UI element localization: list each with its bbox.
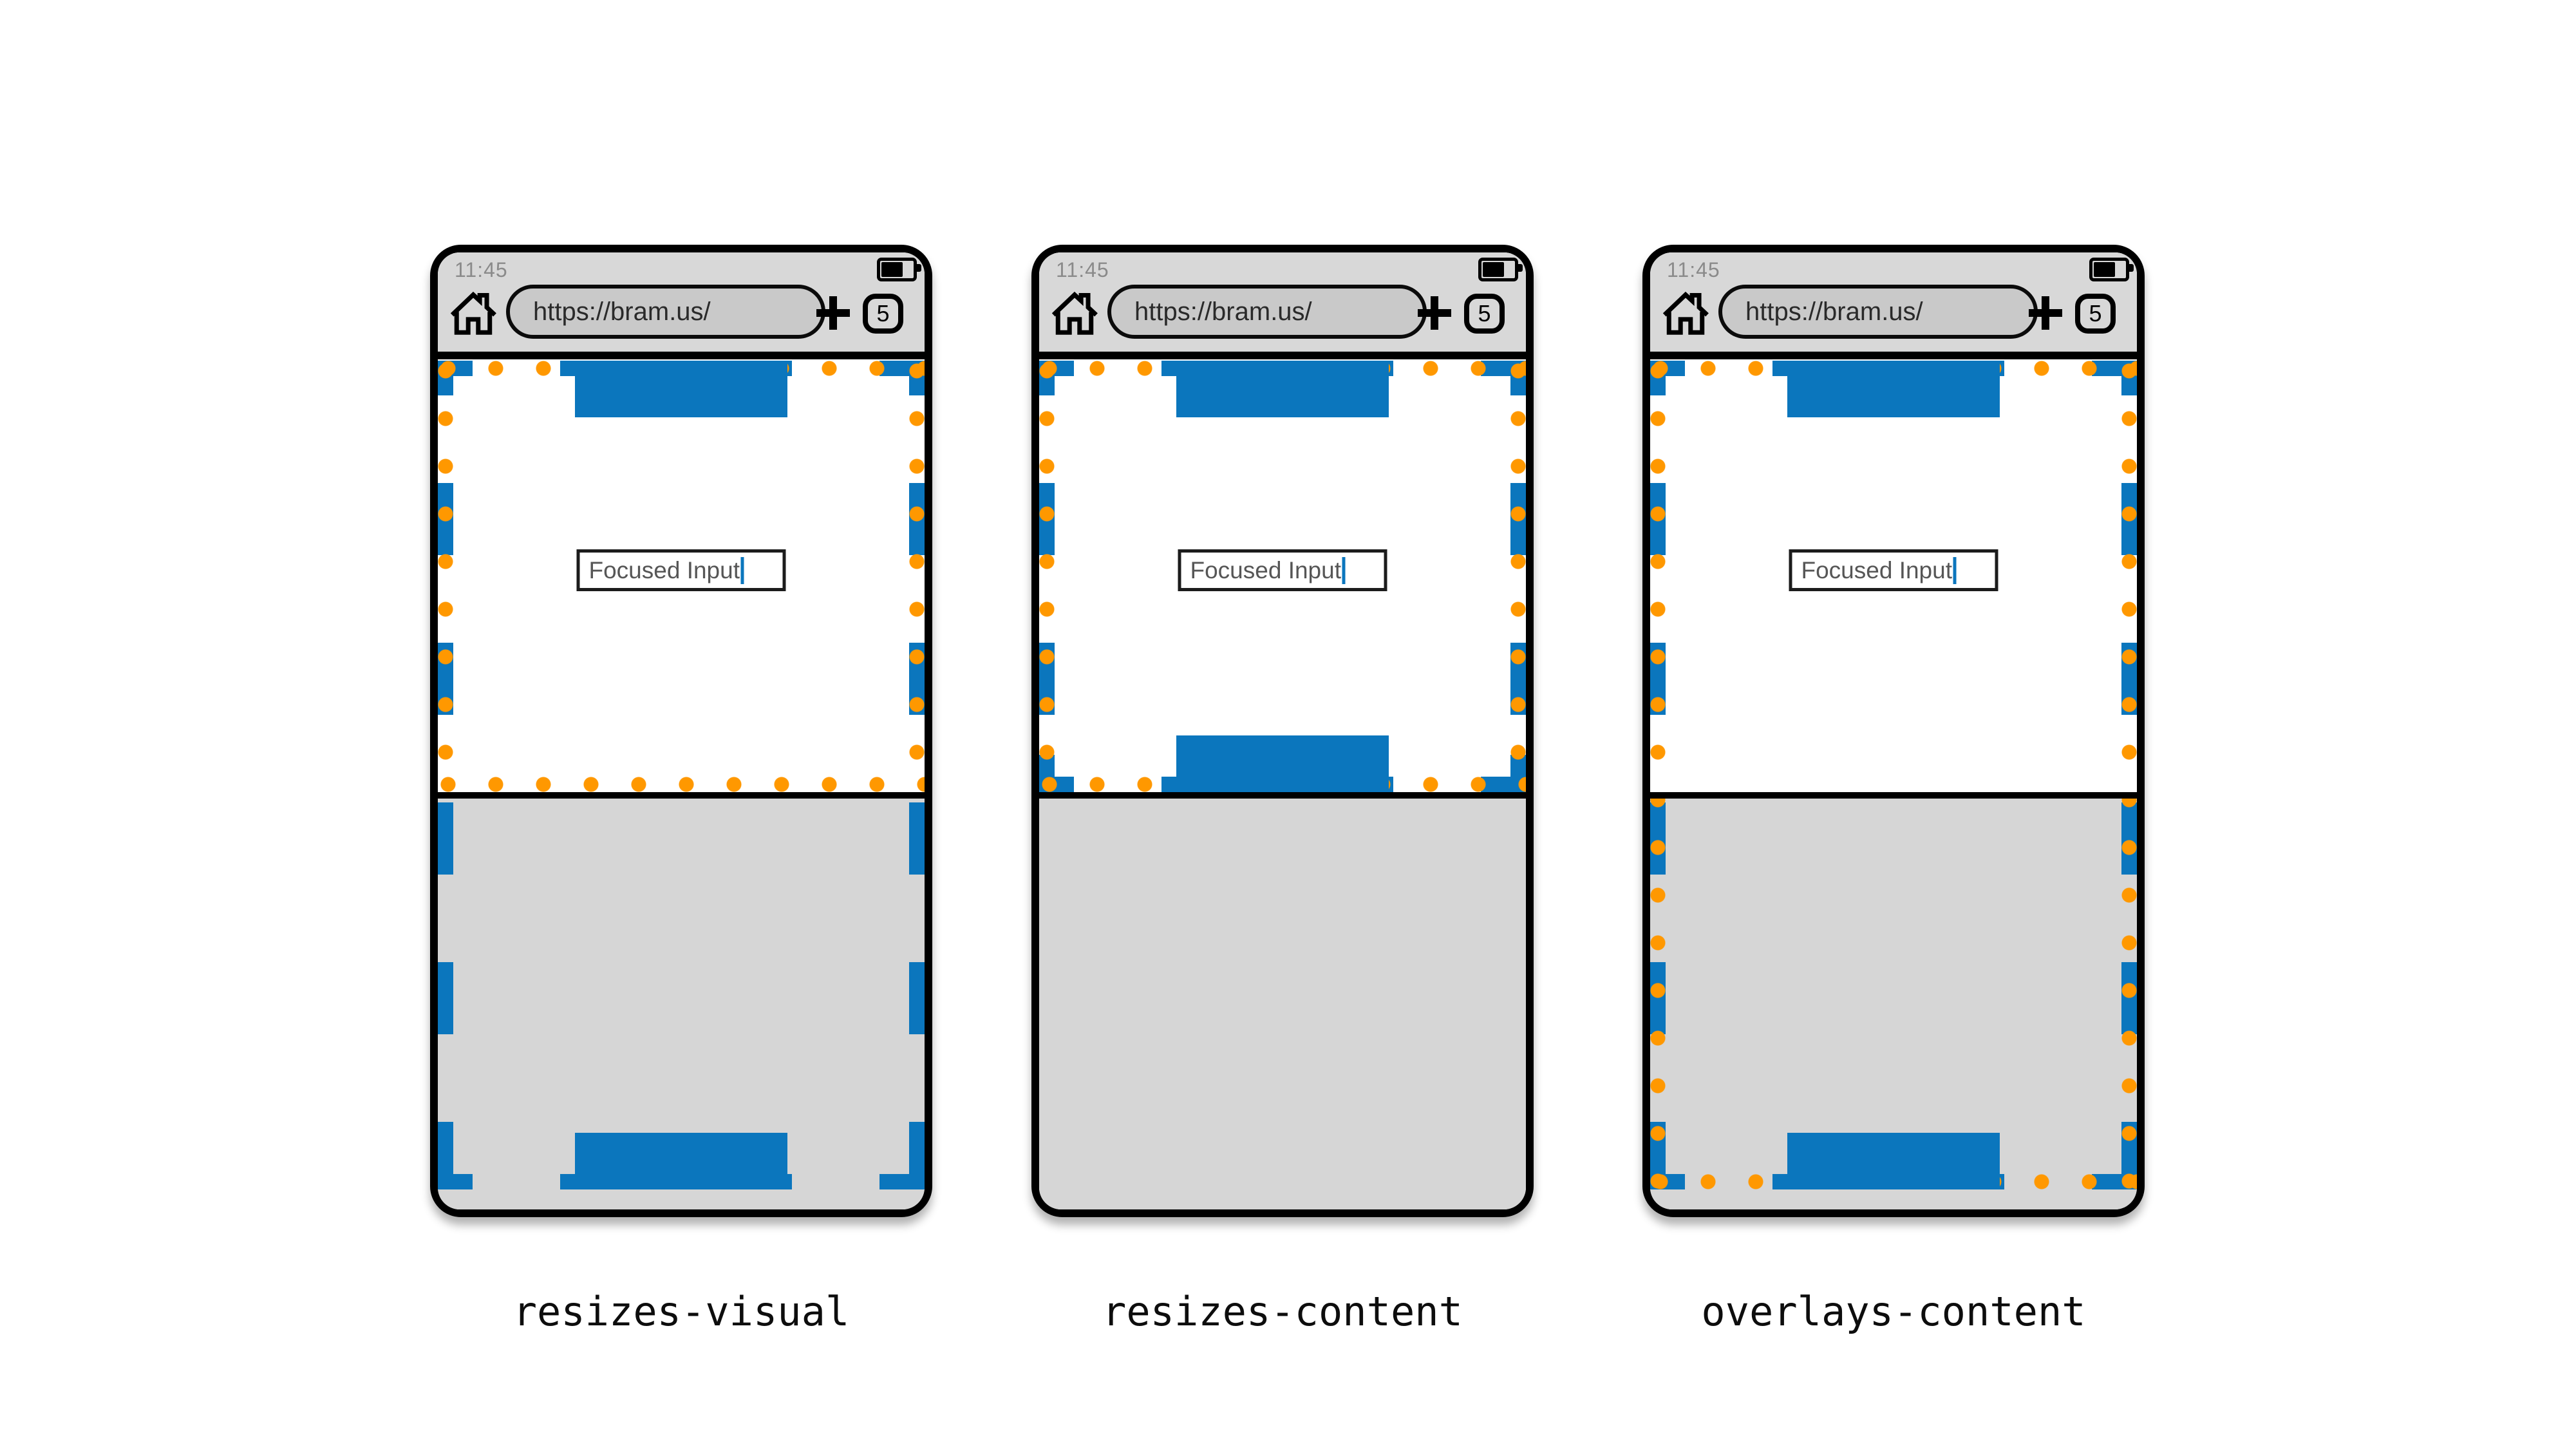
home-icon	[450, 291, 496, 335]
chrome-divider	[1650, 352, 2137, 359]
text-caret	[1953, 556, 1957, 584]
focused-input-value: Focused Input	[1190, 556, 1341, 583]
visual-viewport-border-left	[438, 361, 453, 792]
browser-chrome: 11:45 https://bram.us/ 5	[438, 252, 925, 352]
tab-counter-button[interactable]: 5	[2075, 294, 2116, 334]
plus-icon[interactable]	[816, 296, 850, 330]
layout-viewport-border-top	[1650, 361, 2137, 376]
layout-viewport-border-bottom	[1039, 777, 1526, 792]
battery-fill	[1483, 262, 1504, 277]
battery-fill	[881, 262, 903, 277]
fixed-header-block	[575, 361, 787, 417]
browser-chrome: 11:45 https://bram.us/ 5	[1650, 252, 2137, 352]
phone-screen: Focused Input 11:45 https://bram.us/	[1650, 252, 2137, 1209]
layout-viewport-border-right	[1510, 361, 1526, 792]
keyboard-divider-line	[1650, 792, 2137, 799]
battery-icon	[1478, 258, 1523, 281]
focused-input-field[interactable]: Focused Input	[1178, 549, 1387, 591]
plus-icon[interactable]	[1418, 296, 1451, 330]
battery-icon	[2089, 258, 2134, 281]
visual-viewport-border-bottom	[438, 777, 925, 792]
phone-mockup-resizes-visual: Focused Input 11:45 https://bram.us/	[430, 245, 932, 1217]
home-icon	[1662, 291, 1709, 335]
chrome-divider	[1039, 352, 1526, 359]
phone-screen: Focused Input 11:45 https://bram.us/	[1039, 252, 1526, 1209]
battery-icon	[877, 258, 921, 281]
home-icon	[1051, 291, 1098, 335]
url-bar[interactable]: https://bram.us/	[1107, 285, 1427, 339]
status-bar-time: 11:45	[1056, 258, 1109, 281]
virtual-keyboard-area	[1039, 799, 1526, 1209]
keyboard-divider-line	[438, 792, 925, 799]
focused-input-value: Focused Input	[588, 556, 740, 583]
focused-input-field[interactable]: Focused Input	[576, 549, 786, 591]
chrome-divider	[438, 352, 925, 359]
layout-viewport-border-top	[438, 361, 925, 376]
phone-screen: Focused Input 11:45 https://bram.us/	[438, 252, 925, 1209]
tab-counter-button[interactable]: 5	[863, 294, 903, 334]
url-text: https://bram.us/	[1745, 297, 1923, 326]
focused-input-field[interactable]: Focused Input	[1789, 549, 1998, 591]
home-button[interactable]	[448, 287, 498, 337]
tab-count: 5	[876, 300, 890, 327]
layout-viewport-border-left	[1039, 361, 1055, 792]
visual-viewport-border-top	[438, 361, 925, 376]
visual-viewport-border-top	[1039, 361, 1526, 376]
visual-viewport-border-right	[1510, 361, 1526, 792]
focused-input-value: Focused Input	[1801, 556, 1952, 583]
url-bar[interactable]: https://bram.us/	[506, 285, 825, 339]
fixed-header-block	[1787, 361, 2000, 417]
battery-nub	[2129, 264, 2134, 272]
caption-overlays-content: overlays-content	[1701, 1288, 2086, 1335]
phone-mockup-overlays-content: Focused Input 11:45 https://bram.us/	[1642, 245, 2145, 1217]
visual-viewport-border-bottom	[1039, 777, 1526, 792]
layout-viewport-border-top	[1039, 361, 1526, 376]
virtual-keyboard-area	[1650, 799, 2137, 1209]
url-text: https://bram.us/	[1134, 297, 1312, 326]
fixed-footer-block	[1176, 735, 1389, 792]
url-text: https://bram.us/	[533, 297, 711, 326]
home-button[interactable]	[1049, 287, 1100, 337]
tab-counter-button[interactable]: 5	[1464, 294, 1505, 334]
fixed-header-block	[1176, 361, 1389, 417]
battery-nub	[1518, 264, 1523, 272]
visual-viewport-border-top	[1650, 361, 2137, 376]
browser-chrome: 11:45 https://bram.us/ 5	[1039, 252, 1526, 352]
visual-viewport-border-right	[909, 361, 925, 792]
plus-icon[interactable]	[2029, 296, 2062, 330]
tab-count: 5	[1478, 300, 1491, 327]
caption-resizes-content: resizes-content	[1102, 1288, 1463, 1335]
visual-viewport-border-left	[1039, 361, 1055, 792]
keyboard-divider-line	[1039, 792, 1526, 799]
battery-fill	[2094, 262, 2115, 277]
home-button[interactable]	[1660, 287, 1711, 337]
status-bar-time: 11:45	[455, 258, 508, 281]
phone-mockup-resizes-content: Focused Input 11:45 https://bram.us/	[1031, 245, 1534, 1217]
tab-count: 5	[2089, 300, 2102, 327]
battery-nub	[917, 264, 921, 272]
virtual-keyboard-area	[438, 799, 925, 1209]
url-bar[interactable]: https://bram.us/	[1718, 285, 2038, 339]
text-caret	[1342, 556, 1346, 584]
caption-resizes-visual: resizes-visual	[512, 1288, 850, 1335]
text-caret	[740, 556, 744, 584]
status-bar-time: 11:45	[1667, 258, 1720, 281]
